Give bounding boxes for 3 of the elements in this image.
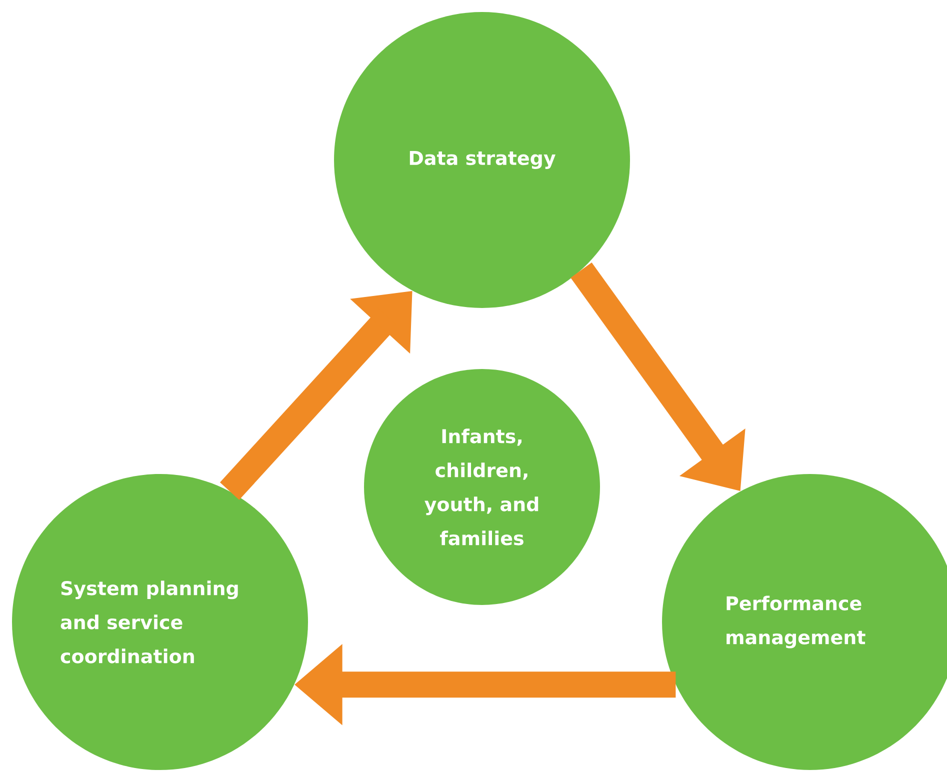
circle-node: Data strategy [334, 12, 630, 308]
circle-node: Infants, children, youth, and families [364, 369, 600, 605]
circle-node: System planning and service coordination [12, 474, 308, 770]
